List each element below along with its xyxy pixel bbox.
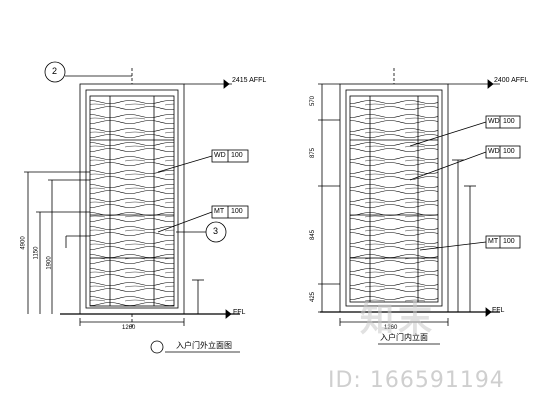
- left-dim-1: 1150: [33, 246, 40, 260]
- left-elevation: [24, 61, 249, 354]
- left-side-bubble: [205, 221, 227, 243]
- right-floor-label: FFL: [492, 307, 505, 314]
- left-side-bubble-number: 3: [213, 226, 219, 236]
- left-callout-1-code: WD: [214, 152, 226, 159]
- left-dim-3: 4900: [20, 236, 27, 250]
- left-door-panel: [89, 95, 175, 307]
- right-dim-bottom: 1260: [384, 325, 398, 331]
- left-floor-label: FFL: [233, 309, 246, 316]
- right-callout-2-number: 100: [503, 148, 515, 155]
- left-title: 入户门外立面图: [176, 341, 232, 350]
- right-callout-3-code: MT: [488, 238, 499, 245]
- left-level-label: 2415 AFFL: [232, 77, 267, 84]
- right-callout-1-number: 100: [503, 118, 515, 125]
- left-callout-2-code: MT: [214, 208, 225, 215]
- left-dim-2: 1900: [46, 256, 53, 270]
- right-callout-2-code: WD: [488, 148, 500, 155]
- right-callout-1-code: WD: [488, 118, 500, 125]
- right-door-panel: [349, 95, 439, 303]
- right-title: 入户门内立面: [380, 333, 428, 342]
- left-top-bubble-number: 2: [52, 66, 58, 76]
- right-elevation: [318, 68, 521, 345]
- right-level-label: 2400 AFFL: [494, 77, 529, 84]
- left-callout-2-number: 100: [231, 208, 243, 215]
- left-section-bubble: [44, 61, 66, 83]
- right-dim-2: 875: [310, 147, 317, 159]
- left-dim-bottom: 1260: [122, 325, 136, 331]
- right-dim-1: 570: [310, 95, 317, 107]
- watermark-brand: 知末: [360, 300, 436, 340]
- right-dim-4: 425: [310, 291, 317, 303]
- watermark-id: ID: 166591194: [328, 368, 505, 393]
- right-callout-3-number: 100: [503, 238, 515, 245]
- right-dim-3: 845: [310, 229, 317, 241]
- left-callout-1-number: 100: [231, 152, 243, 159]
